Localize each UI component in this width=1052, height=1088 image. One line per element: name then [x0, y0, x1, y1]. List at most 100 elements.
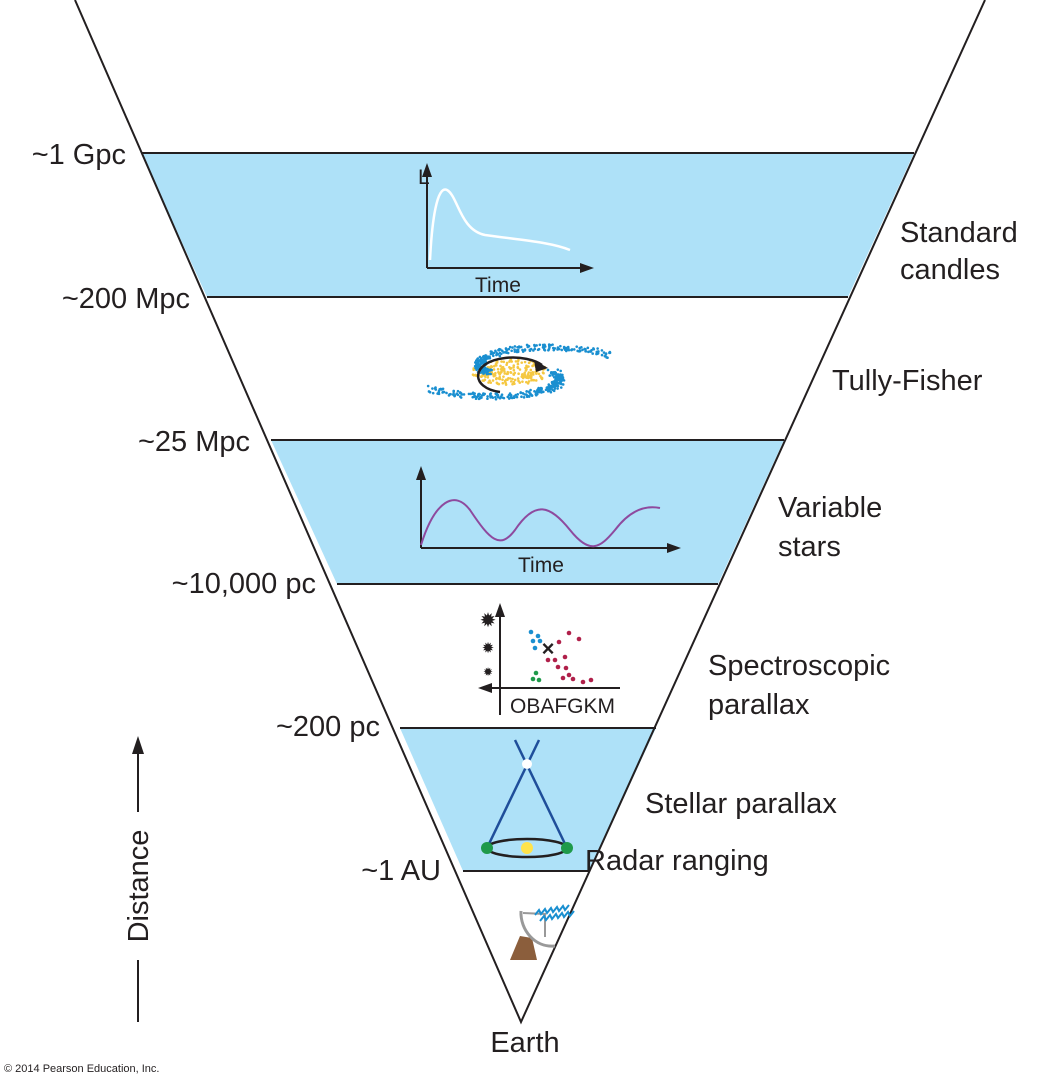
- galaxy-arm-dot: [449, 392, 452, 396]
- galaxy-arm-dot: [496, 395, 500, 399]
- galaxy-arm-dot: [471, 391, 475, 395]
- galaxy-arm-dot: [578, 349, 582, 353]
- galaxy-core-dot: [523, 373, 527, 377]
- galaxy-arm-dot: [489, 372, 492, 376]
- method-label: Standard: [900, 217, 1018, 249]
- galaxy-arm-dot: [543, 348, 547, 352]
- galaxy-core-dot: [518, 368, 522, 371]
- galaxy-arm-dot: [515, 395, 519, 399]
- galaxy-arm-dot: [586, 346, 590, 350]
- galaxy-arm-dot: [557, 377, 560, 381]
- galaxy-arm-dot: [505, 351, 508, 354]
- galaxy-arm-dot: [513, 345, 517, 348]
- galaxy-arm-dot: [556, 382, 559, 385]
- galaxy-arm-dot: [484, 370, 488, 373]
- galaxy-core-dot: [499, 364, 502, 368]
- method-label: stars: [778, 531, 841, 563]
- galaxy-arm-dot: [508, 345, 512, 349]
- time-axis-label: Time: [518, 554, 564, 577]
- galaxy-arm-dot: [473, 395, 477, 398]
- distance-label: ~25 Mpc: [138, 426, 250, 458]
- method-label: Variable: [778, 492, 882, 524]
- galaxy-arm-dot: [513, 350, 517, 353]
- galaxy-arm-dot: [563, 348, 567, 351]
- galaxy-arm-dot: [476, 366, 480, 370]
- galaxy-arm-dot: [507, 347, 511, 351]
- time-axis-label: Time: [475, 274, 521, 297]
- galaxy-arm-dot: [469, 392, 473, 396]
- galaxy-arm-dot: [542, 390, 545, 394]
- galaxy-arm-dot: [562, 345, 566, 349]
- galaxy-arm-dot: [525, 395, 529, 399]
- galaxy-core-dot: [506, 370, 510, 374]
- giant-red-dot: [566, 630, 572, 636]
- galaxy-arm-dot: [572, 348, 576, 351]
- galaxy-arm-dot: [556, 384, 560, 388]
- galaxy-arm-dot: [570, 348, 573, 352]
- galaxy-arm-dot: [489, 350, 493, 353]
- galaxy-arm-dot: [452, 392, 455, 395]
- galaxy-arm-dot: [428, 390, 432, 394]
- galaxy-core-dot: [521, 376, 525, 380]
- galaxy-core-dot: [512, 368, 516, 372]
- spiral-galaxy-rotation-icon: [426, 343, 612, 401]
- galaxy-arm-dot: [543, 345, 547, 348]
- galaxy-arm-dot: [546, 368, 550, 372]
- galaxy-arm-dot: [558, 376, 562, 379]
- galaxy-core-dot: [502, 360, 506, 364]
- giant-red-dot: [555, 664, 561, 670]
- white-dwarf-dot: [530, 676, 536, 682]
- galaxy-arm-dot: [581, 348, 584, 352]
- galaxy-core-dot: [542, 371, 545, 375]
- galaxy-core-dot: [523, 360, 527, 364]
- galaxy-core-dot: [496, 367, 500, 371]
- galaxy-core-dot: [505, 363, 508, 367]
- galaxy-arm-dot: [498, 354, 502, 358]
- galaxy-arm-dot: [529, 388, 532, 392]
- method-label: Radar ranging: [585, 845, 769, 877]
- galaxy-arm-dot: [477, 364, 481, 368]
- galaxy-arm-dot: [471, 395, 475, 399]
- galaxy-arm-dot: [602, 351, 606, 354]
- galaxy-core-dot: [503, 372, 507, 375]
- galaxy-core-dot: [495, 381, 499, 385]
- galaxy-arm-dot: [575, 345, 579, 348]
- galaxy-arm-dot: [487, 368, 491, 372]
- sun-icon: [521, 842, 533, 854]
- galaxy-arm-dot: [584, 350, 588, 353]
- galaxy-arm-dot: [523, 348, 527, 351]
- galaxy-arm-dot: [489, 352, 493, 356]
- main-sequence-blue-dot: [535, 633, 541, 639]
- galaxy-arm-dot: [510, 396, 514, 400]
- galaxy-core-dot: [535, 372, 538, 375]
- main-sequence-blue-dot: [528, 629, 534, 635]
- galaxy-core-dot: [512, 364, 516, 367]
- parallax-triangle-icon: [481, 739, 573, 859]
- galaxy-arm-dot: [485, 372, 489, 376]
- galaxy-arm-dot: [517, 345, 521, 348]
- galaxy-arm-dot: [553, 387, 557, 390]
- galaxy-core-dot: [508, 377, 512, 380]
- galaxy-arm-dot: [520, 395, 523, 399]
- giant-red-dot: [570, 676, 576, 682]
- galaxy-arm-dot: [556, 368, 560, 371]
- galaxy-core-dot: [509, 371, 513, 374]
- galaxy-core-dot: [534, 379, 538, 382]
- galaxy-core-dot: [497, 377, 501, 380]
- bright-star-icon: ✹: [480, 610, 497, 632]
- galaxy-arm-dot: [537, 347, 541, 351]
- galaxy-core-dot: [525, 368, 528, 371]
- galaxy-arm-dot: [437, 389, 441, 393]
- galaxy-arm-dot: [489, 392, 493, 395]
- galaxy-arm-dot: [550, 372, 554, 375]
- galaxy-arm-dot: [484, 367, 488, 370]
- galaxy-core-dot: [525, 380, 528, 384]
- galaxy-arm-dot: [534, 390, 538, 394]
- band-dividers: [141, 152, 914, 872]
- galaxy-arm-dot: [480, 394, 484, 397]
- galaxy-core-dot: [523, 371, 527, 375]
- galaxy-arm-dot: [605, 356, 608, 359]
- galaxy-arm-dot: [478, 393, 482, 396]
- method-label: Tully-Fisher: [832, 365, 983, 397]
- galaxy-arm-dot: [547, 384, 551, 388]
